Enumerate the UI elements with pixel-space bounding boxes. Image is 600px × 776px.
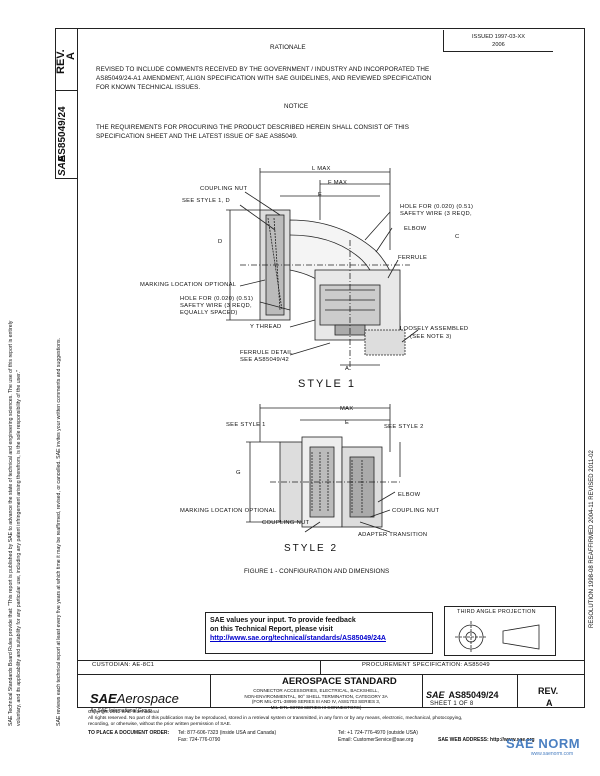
desc-line-4: MIL-DTL-83723 SERIES III CONNECTORS) (270, 704, 362, 710)
desc-line-1: CONNECTOR ACCESSORIES, ELECTRICAL, BACKS… (253, 688, 379, 693)
rev-value: A (546, 698, 553, 708)
rev-side-value: A (65, 52, 77, 60)
s1-f-max: F MAX (328, 180, 348, 186)
s1-c: C (455, 234, 460, 240)
sheet-number: SHEET 1 OF 8 (430, 701, 474, 707)
style2-drawing (246, 404, 401, 533)
rationale-line-1: REVISED TO INCLUDE COMMENTS RECEIVED BY … (96, 66, 430, 73)
doc-logo: SAE (426, 690, 445, 700)
s1-ferrule-detail-2: SEE AS85049/42 (240, 357, 290, 363)
footer: Copyright 2011 SAE International All rig… (88, 710, 588, 728)
watermark-sub: www.saenorm.com (530, 751, 574, 757)
notice-line-1: THE REQUIREMENTS FOR PROCURING THE PRODU… (96, 124, 409, 131)
left-margin-note-1: SAE Technical Standards Board Rules prov… (8, 320, 14, 726)
feedback-box: SAE values your input. To provide feedba… (205, 612, 433, 654)
s1-ferrule: FERRULE (398, 255, 428, 261)
procurement-spec: PROCUREMENT SPECIFICATION: AS85049 (362, 662, 490, 668)
s1-y-thread: Y THREAD (250, 324, 282, 330)
s1-a: A (345, 366, 350, 372)
style2-caption: STYLE 2 (284, 543, 339, 554)
s2-coupling-nut: COUPLING NUT (392, 508, 440, 514)
s2-max: MAX (340, 406, 354, 412)
footer-web: SAE WEB ADDRESS: http://www.sae.org (438, 737, 535, 743)
footer-rights: All rights reserved. No part of this pub… (88, 716, 463, 721)
issued-date: ISSUED 1997-03-XX (471, 34, 526, 40)
doc-code: AS85049/24 (448, 690, 499, 700)
rationale-line-3: FOR KNOWN TECHNICAL ISSUES. (96, 84, 201, 91)
footer-order: TO PLACE A DOCUMENT ORDER: (88, 730, 170, 736)
standard-title: AEROSPACE STANDARD (282, 676, 397, 687)
s1-see-style: SEE STYLE 1, D (182, 198, 231, 204)
sae-aerospace-logo: SAEAerospace An SAE International Group (90, 690, 208, 714)
watermark-text: SAE NORM (506, 736, 581, 751)
rationale-line-2: AS85049/24-A1 AMENDMENT, ALIGN SPECIFICA… (96, 75, 432, 82)
s1-hole-2: HOLE FOR (0.020) (0.51) (180, 296, 254, 302)
footer-tel-1: Tel: 877-606-7323 (inside USA and Canada… (178, 730, 277, 736)
logo-sub: An SAE International Group (90, 708, 152, 714)
third-angle-box: THIRD ANGLE PROJECTION (444, 606, 556, 656)
s1-loosely-2: (SEE NOTE 3) (410, 334, 452, 340)
s2-coupling-nut-2: COUPLING NUT (262, 520, 310, 526)
footer-rights-2: recording, or otherwise, without the pri… (88, 722, 232, 727)
rationale-heading: RATIONALE (270, 44, 306, 51)
s1-l-max: L MAX (312, 166, 331, 172)
logo-aerospace: Aerospace (116, 691, 179, 706)
footer-copyright: Copyright 2011 SAE International (88, 710, 159, 715)
right-margin-history: RESOLUTION 1998-08 REAFFIRMED 2004-11 RE… (589, 450, 595, 628)
projection-icon (455, 621, 540, 653)
s1-e: E (318, 192, 323, 198)
doc-description: CONNECTOR ACCESSORIES, ELECTRICAL, BACKS… (212, 688, 420, 710)
style1-drawing (226, 168, 419, 370)
s2-g: G (236, 470, 241, 476)
s2-adapter: ADAPTER TRANSITION (358, 532, 428, 538)
logo-sae: SAE (90, 691, 117, 706)
s1-loosely: LOOSELY ASSEMBLED (400, 326, 469, 332)
feedback-line-1: SAE values your input. To provide feedba… (210, 617, 356, 624)
footer-fax: Fax: 724-776-0790 (178, 737, 221, 743)
watermark: SAE NORM www.saenorm.com (506, 736, 598, 764)
s2-see-style-2: SEE STYLE 2 (384, 424, 424, 430)
s2-see-style: SEE STYLE 1 (226, 422, 266, 428)
s1-hole-2c: EQUALLY SPACED) (180, 310, 238, 316)
third-angle-label: THIRD ANGLE PROJECTION (457, 609, 536, 615)
issued-box: ISSUED 1997-03-XX 2006 (443, 30, 553, 52)
s1-hole-safety-2: SAFETY WIRE (3 REQD, (400, 211, 472, 217)
s1-hole-safety: HOLE FOR (0.020) (0.51) (400, 204, 474, 210)
figure-caption: FIGURE 1 - CONFIGURATION AND DIMENSIONS (244, 568, 390, 575)
issued-year: 2006 (492, 42, 505, 48)
s2-elbow: ELBOW (398, 492, 421, 498)
notice-heading: NOTICE (284, 103, 309, 110)
doc-number-side: AS85049/24 (57, 106, 68, 162)
header-divider (77, 28, 78, 708)
desc-line-2: NON-ENVIRONMENTAL, 90° SHELL TERMINATION… (244, 693, 388, 699)
left-margin-note-3: SAE reviews each technical report at lea… (56, 338, 62, 726)
rev-side-label: REV. (55, 49, 67, 74)
feedback-line-2: on this Technical Report, please visit (210, 626, 333, 633)
desc-line-3: (FOR MIL-DTL-38999 SERIES III AND IV, AS… (251, 699, 381, 705)
s1-marking: MARKING LOCATION OPTIONAL (140, 282, 237, 288)
s2-e: E (345, 420, 350, 426)
s2-marking: MARKING LOCATION OPTIONAL (180, 508, 277, 514)
left-margin-note-2: voluntary, and its applicability and sui… (16, 370, 22, 726)
feedback-link[interactable]: http://www.sae.org/technical/standards/A… (210, 635, 386, 642)
s1-coupling-nut: COUPLING NUT (200, 186, 248, 192)
s1-hole-2b: SAFETY WIRE (3 REQD, (180, 303, 252, 309)
s1-elbow: ELBOW (404, 226, 427, 232)
custodian: CUSTODIAN: AE-8C1 (92, 662, 155, 668)
sae-logo-side: SAE (57, 155, 68, 176)
rev-label: REV. (538, 686, 559, 696)
footer-tel-2: Tel: +1 724-776-4970 (outside USA) (338, 730, 418, 736)
footer-email: Email: CustomerService@sae.org (338, 737, 414, 743)
s1-d: D (218, 239, 223, 245)
s1-ferrule-detail: FERRULE DETAIL (240, 350, 293, 356)
style1-caption: STYLE 1 (298, 378, 357, 390)
notice-line-2: SPECIFICATION SHEET AND THE LATEST ISSUE… (96, 133, 298, 140)
